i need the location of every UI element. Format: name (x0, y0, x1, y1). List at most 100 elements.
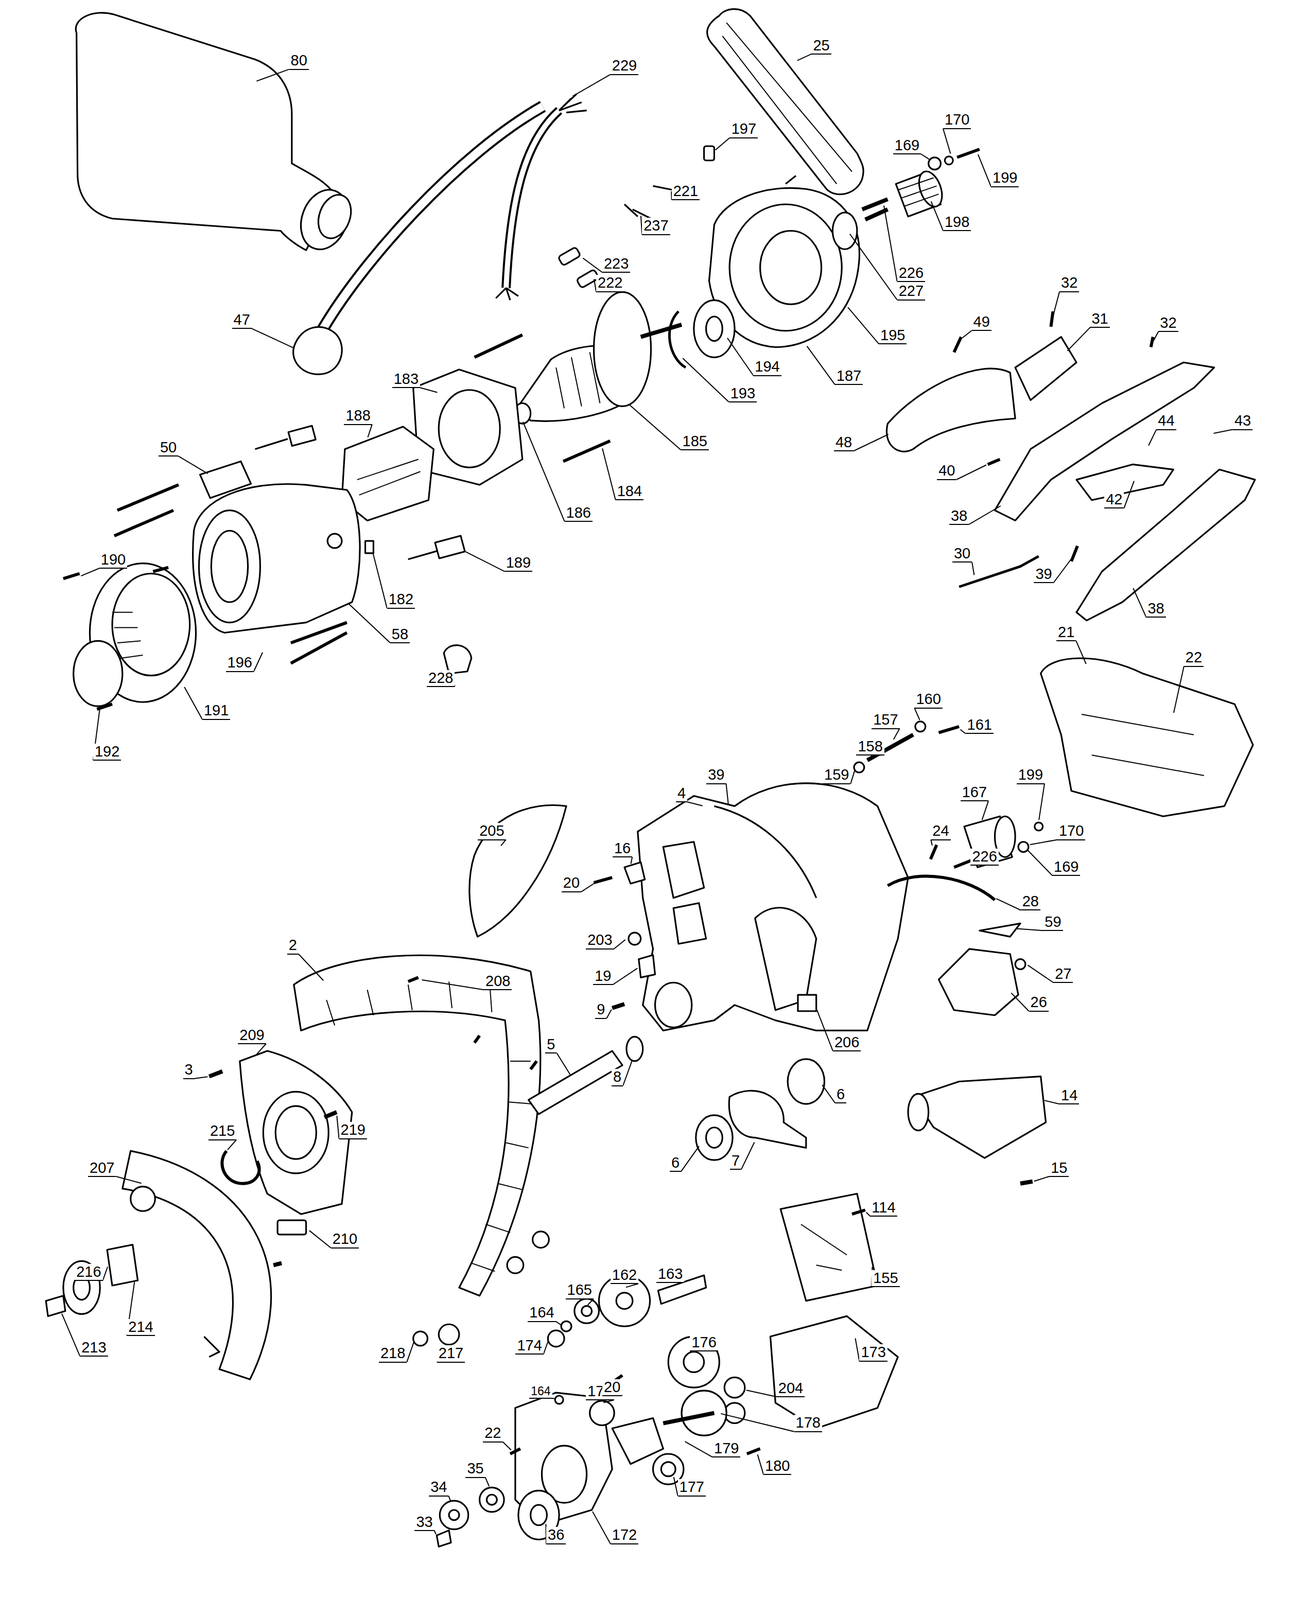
leader-line (115, 1176, 142, 1184)
callout-number: 197 (729, 120, 758, 138)
leader-line (741, 1142, 755, 1170)
leader-line (1027, 850, 1053, 876)
leader-line (367, 424, 372, 438)
callout-number: 21 (1056, 624, 1076, 642)
leader-line (807, 346, 835, 386)
leader-line (866, 1212, 870, 1217)
callout-number: 226 (970, 848, 999, 866)
callout-number: 237 (641, 217, 670, 235)
leader-line (592, 1511, 611, 1545)
leader-line (673, 1477, 678, 1497)
leader-line (485, 1477, 490, 1487)
callout-number: 16 (612, 840, 633, 858)
callout-number: 40 (936, 462, 957, 480)
leader-line (1038, 784, 1045, 821)
leader-line (582, 257, 603, 273)
leader-line (543, 1340, 549, 1355)
leader-line (797, 54, 812, 61)
leader-line (253, 652, 263, 672)
leader-line (194, 1076, 208, 1079)
callout-number: 47 (232, 311, 252, 329)
leader-line (1034, 1176, 1050, 1182)
leader-line (1153, 331, 1159, 341)
callout-number: 169 (893, 137, 921, 155)
leader-line (552, 1398, 556, 1400)
leader-line (523, 422, 565, 522)
leader-line (348, 603, 391, 643)
callout-number: 28 (1020, 893, 1041, 911)
callout-number: 185 (681, 433, 709, 451)
leader-line (184, 687, 203, 720)
leader-line (372, 552, 388, 609)
callout-number: 19 (593, 968, 613, 986)
leader-line (602, 448, 616, 500)
callout-number: 3 (183, 1062, 195, 1080)
callout-number: 48 (833, 434, 854, 452)
callout-number: 25 (811, 37, 831, 55)
callout-number: 172 (610, 1527, 639, 1545)
callout-number: 9 (595, 1001, 607, 1019)
callout-number: 176 (689, 1334, 718, 1352)
callout-number: 198 (943, 214, 971, 232)
leader-line (256, 69, 289, 82)
callout-number: 42 (1104, 491, 1124, 509)
callout-number: 35 (465, 1460, 485, 1478)
callout-number: 203 (585, 932, 614, 950)
leader-line (309, 1230, 332, 1249)
callout-number: 206 (832, 1034, 861, 1052)
callout-number: 219 (339, 1122, 368, 1140)
callout-number: 2 (287, 937, 299, 955)
leader-line (587, 1299, 594, 1306)
leader-line (1053, 291, 1060, 316)
callout-number: 59 (1042, 914, 1063, 932)
callout-number: 44 (1156, 412, 1176, 430)
callout-number: 20 (561, 875, 582, 893)
callout-number: 196 (225, 654, 254, 672)
callout-number: 226 (897, 265, 926, 283)
leader-line (943, 128, 951, 154)
leader-line (572, 74, 611, 97)
leader-line (622, 1060, 633, 1087)
leader-line (715, 137, 730, 151)
leader-line (434, 1530, 437, 1535)
callout-number: 31 (1089, 310, 1110, 328)
callout-number: 160 (914, 691, 943, 709)
callout-number: 159 (822, 767, 851, 785)
callout-number: 199 (1016, 767, 1045, 785)
callout-number: 192 (93, 743, 121, 761)
callout-number: 191 (202, 702, 231, 720)
callout-number: 39 (706, 767, 726, 785)
leader-line (61, 1314, 80, 1357)
callout-number: 174 (515, 1337, 544, 1355)
callout-number: 6 (669, 1155, 682, 1173)
callout-number: 32 (1158, 315, 1178, 333)
leader-line (625, 1283, 639, 1288)
leader-line (1027, 965, 1054, 983)
leader-line (982, 801, 989, 821)
callout-number: 26 (1029, 994, 1049, 1012)
leader-line (502, 1442, 511, 1451)
callout-number: 165 (565, 1282, 594, 1300)
callout-number: 43 (1232, 412, 1253, 430)
leader-line (968, 506, 1001, 525)
leader-line (630, 857, 633, 864)
callout-number: 22 (482, 1425, 503, 1443)
leader-line (893, 728, 900, 740)
leader-line (746, 1390, 777, 1398)
callout-number: 186 (564, 505, 593, 522)
callout-number: 205 (477, 823, 506, 841)
callout-number: 199 (990, 169, 1019, 187)
leader-line (685, 1441, 713, 1458)
callout-number: 183 (392, 371, 421, 389)
callout-number: 190 (99, 551, 128, 569)
callout-number: 227 (897, 283, 926, 301)
leader-line (1075, 640, 1086, 665)
leader-line (931, 201, 944, 231)
leader-line (727, 338, 754, 376)
callout-number: 204 (776, 1380, 805, 1398)
leader-line (1123, 481, 1134, 509)
leader-line (978, 154, 991, 187)
callout-number: 155 (871, 1270, 900, 1288)
callout-number: 157 (871, 711, 900, 729)
